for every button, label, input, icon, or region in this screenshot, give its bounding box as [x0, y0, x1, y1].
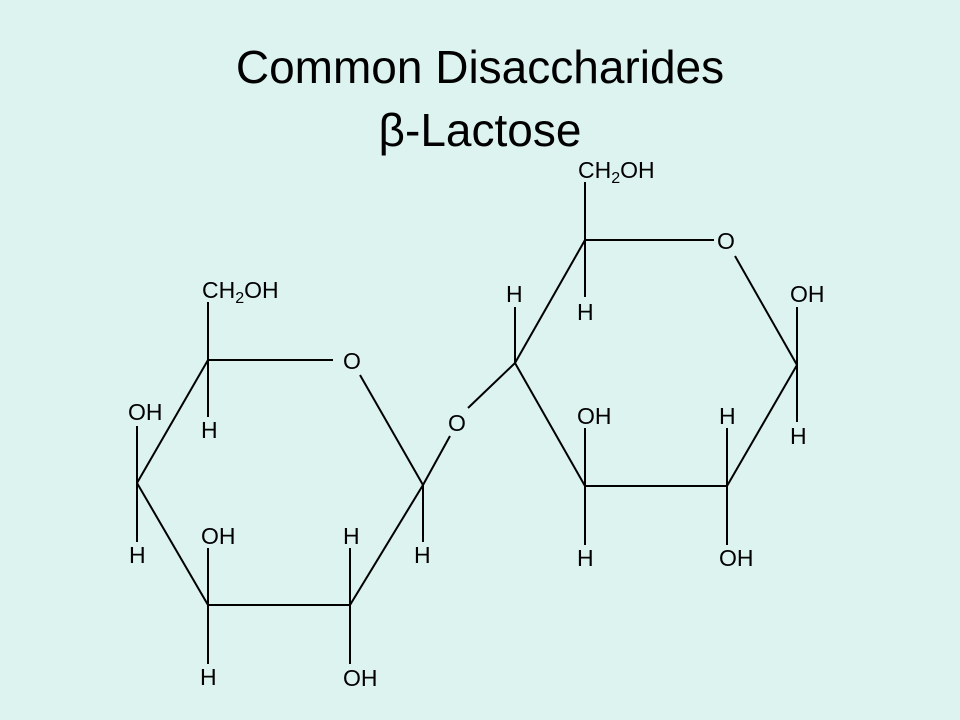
right-ring-bond-c1-c2	[726, 364, 798, 487]
right-ch2oh-rest: OH	[620, 157, 655, 183]
left-c4-h-label: H	[129, 542, 146, 568]
left-ring-bond-c4-c5	[136, 359, 209, 484]
left-c2-h-label: H	[343, 523, 360, 549]
left-ch2oh-c: CH	[202, 277, 235, 303]
left-c3-oh-label: OH	[201, 523, 236, 549]
left-ch2oh-subscript: 2	[235, 290, 244, 307]
glycosidic-oxygen-label: O	[448, 410, 466, 436]
right-c2-h-label: H	[719, 403, 736, 429]
right-ch2oh-label: CH2OH	[578, 157, 655, 187]
right-c3-h-label: H	[577, 545, 594, 571]
right-c1-oh-label: OH	[790, 281, 825, 307]
right-c2-oh-label: OH	[719, 545, 754, 571]
left-ring-bond-c1-c2	[349, 484, 424, 606]
left-c4-oh-label: OH	[128, 399, 163, 425]
left-ring-oxygen-label: O	[343, 348, 361, 374]
slide-title: Common Disaccharides	[235, 41, 725, 93]
right-c3-oh-label: OH	[577, 403, 612, 429]
right-c1-h-label: H	[790, 423, 807, 449]
left-ring-bond-c3-c4	[136, 482, 209, 606]
left-c2-oh-label: OH	[343, 665, 378, 691]
left-ring: O CH2OH H OH H OH H H OH H	[128, 277, 431, 691]
glycosidic-link: O	[422, 362, 516, 486]
right-c4-h-label: H	[506, 281, 523, 307]
right-ring-bond-c3-c4	[514, 362, 586, 487]
slide-subtitle: β-Lactose	[378, 104, 582, 156]
left-c5-h-label: H	[201, 417, 218, 443]
left-c1-h-label: H	[414, 542, 431, 568]
left-ring-bond-o-c1	[359, 374, 424, 486]
glycosidic-bond-right	[467, 362, 516, 409]
right-ch2oh-c: CH	[578, 157, 611, 183]
right-ch2oh-subscript: 2	[611, 170, 620, 187]
right-c5-h-label: H	[577, 299, 594, 325]
left-ch2oh-label: CH2OH	[202, 277, 279, 307]
right-ring: O CH2OH H H OH H OH H H OH	[506, 157, 825, 571]
right-ring-bond-c4-c5	[514, 239, 586, 364]
left-c3-h-label: H	[200, 664, 217, 690]
left-ch2oh-rest: OH	[244, 277, 279, 303]
right-ring-bond-o-c1	[734, 255, 798, 366]
right-ring-oxygen-label: O	[717, 228, 735, 254]
glycosidic-bond-left	[422, 435, 451, 486]
